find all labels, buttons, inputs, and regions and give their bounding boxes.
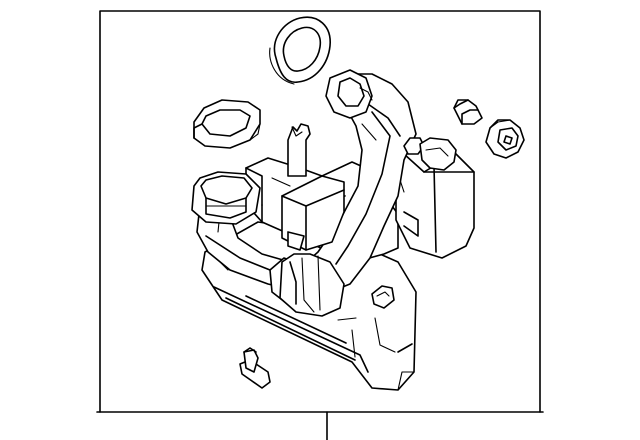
air-cleaner-assembly (191, 69, 475, 391)
rect-gasket-icon (193, 99, 261, 149)
housing-bolt (403, 137, 457, 171)
stud-icon (239, 347, 271, 389)
seal-ring-icon (269, 16, 331, 85)
mass-air-flow-box (281, 175, 345, 251)
snorkel-opening (191, 171, 261, 225)
pin-icon (453, 99, 483, 125)
diagram-frame (96, 10, 544, 440)
mounting-bracket (287, 123, 311, 177)
grommet-icon (485, 119, 525, 159)
elbow-coupling (269, 253, 345, 317)
